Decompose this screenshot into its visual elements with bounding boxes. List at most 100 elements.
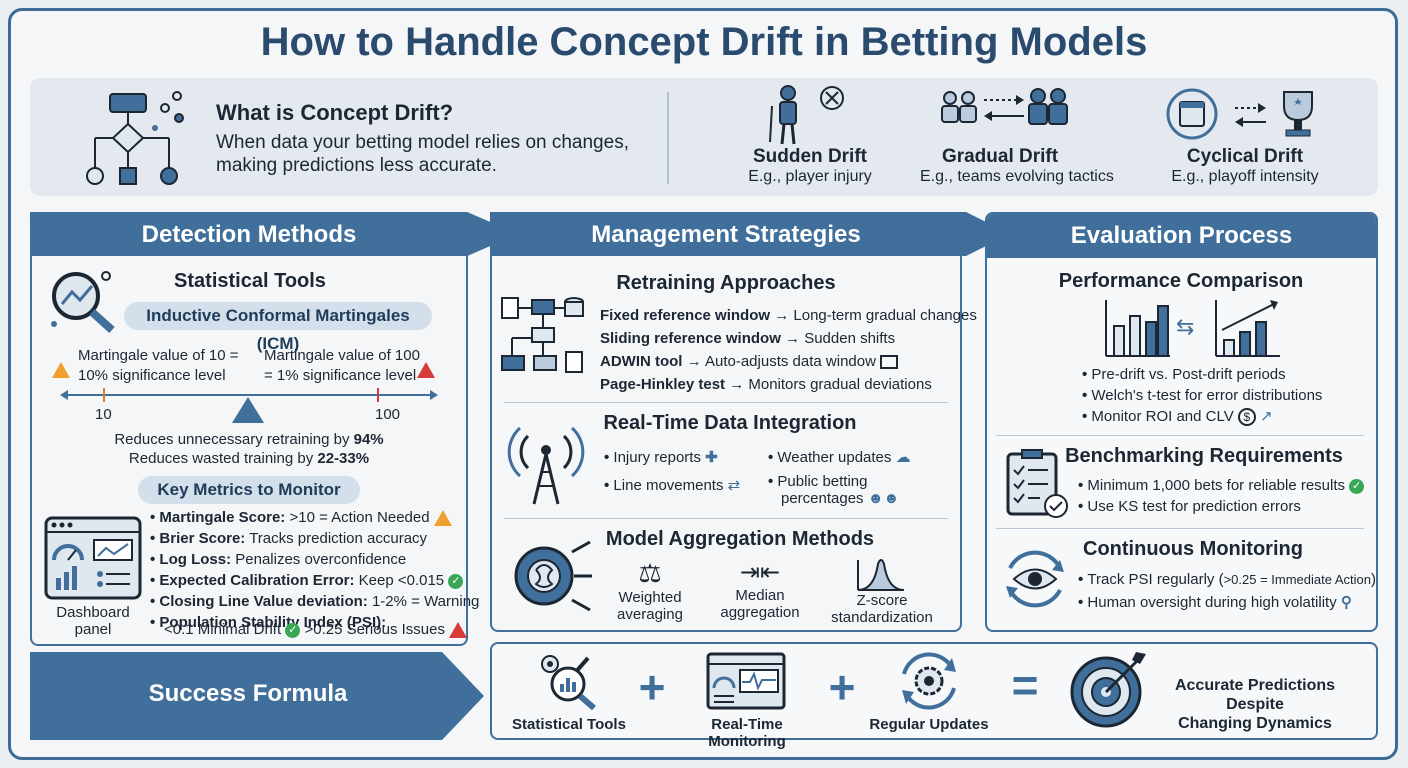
eye-cycle-icon bbox=[1000, 546, 1070, 612]
danger-icon bbox=[417, 361, 435, 379]
performance-list: Pre-drift vs. Post-drift periods Welch's… bbox=[1082, 364, 1322, 427]
bar-compare-icon: ⇆ bbox=[1100, 296, 1284, 358]
tick-10: 10 bbox=[95, 406, 112, 423]
success-result-1: Accurate Predictions Despite bbox=[1174, 677, 1336, 713]
divider bbox=[504, 518, 948, 519]
perf-item-1: Pre-drift vs. Post-drift periods bbox=[1082, 364, 1322, 385]
bench-item-2: Use KS test for prediction errors bbox=[1078, 496, 1364, 517]
bandage-icon: ✚ bbox=[705, 449, 718, 466]
check-icon: ✓ bbox=[448, 573, 464, 589]
intro-text-1: When data your betting model relies on c… bbox=[216, 132, 629, 153]
weighted-l2: averaging bbox=[617, 606, 683, 623]
check-icon: ✓ bbox=[1349, 478, 1365, 494]
perf-item-2: Welch's t-test for error distributions bbox=[1082, 385, 1322, 406]
bell-curve-icon bbox=[856, 556, 936, 592]
weighted-l1: Weighted bbox=[618, 589, 682, 606]
perf-item-3: Monitor ROI and CLV $ ↗ bbox=[1082, 406, 1322, 427]
metric-brier: Brier Score: Tracks prediction accuracy bbox=[150, 528, 479, 549]
divider bbox=[996, 435, 1364, 436]
trend-icon: ↗ bbox=[1260, 408, 1273, 425]
plus-sign-2: + bbox=[828, 661, 856, 713]
success-result: Accurate Predictions Despite Changing Dy… bbox=[1150, 676, 1360, 733]
realtime-title: Real-Time Data Integration bbox=[603, 412, 857, 434]
window-icon bbox=[880, 355, 899, 370]
gradual-drift-name: Gradual Drift bbox=[941, 146, 1059, 167]
psi-thresholds: <0.1 Minimal Drift ✓ >0.25 Serious Issue… bbox=[164, 621, 468, 639]
teams-swap-icon bbox=[932, 84, 1080, 146]
retraining-item-adwin: ADWIN tool → Auto-adjusts data window bbox=[600, 350, 977, 373]
retraining-list: Fixed reference window → Long-term gradu… bbox=[600, 304, 977, 396]
divider bbox=[667, 92, 669, 184]
mv100-line1: Martingale value of 100 bbox=[264, 347, 420, 364]
magnifier-chart-icon bbox=[48, 268, 120, 334]
mv100-line2: = 1% significance level bbox=[264, 366, 417, 384]
intro-heading: What is Concept Drift? bbox=[216, 100, 454, 125]
psi-minimal: <0.1 Minimal Drift bbox=[164, 621, 282, 638]
success-item-statistical: Statistical Tools bbox=[512, 716, 626, 733]
benchmarking-list: Minimum 1,000 bets for reliable results … bbox=[1078, 475, 1365, 517]
median-aggregation: ⇥⇤ Median aggregation bbox=[715, 558, 805, 621]
divider bbox=[996, 528, 1364, 529]
cyclical-drift-name: Cyclical Drift bbox=[1186, 146, 1304, 167]
tick-100: 100 bbox=[375, 406, 401, 423]
continuous-list: Track PSI regularly (>0.25 = Immediate A… bbox=[1078, 569, 1376, 615]
success-label: Success Formula bbox=[148, 680, 348, 707]
benchmarking-title: Benchmarking Requirements bbox=[1065, 445, 1343, 467]
person-search-icon: ⚲ bbox=[1340, 594, 1352, 611]
statistical-tools-title: Statistical Tools bbox=[174, 270, 326, 292]
martingale-100-text: Martingale value of 100 = 1% significanc… bbox=[264, 346, 420, 385]
realtime-public: • Public betting percentages ☻☻ bbox=[768, 473, 900, 507]
danger-icon bbox=[449, 622, 468, 639]
public-line1: Public betting bbox=[777, 473, 868, 490]
detection-panel bbox=[30, 212, 468, 646]
management-header: Management Strategies bbox=[591, 221, 861, 248]
zscore-l1: Z-score bbox=[856, 592, 908, 609]
divider bbox=[504, 402, 948, 403]
realtime-weather: Weather updates ☁ bbox=[768, 446, 911, 470]
detection-header: Detection Methods bbox=[141, 221, 357, 248]
realtime-list-left: Injury reports ✚ Line movements ⇄ bbox=[604, 446, 740, 500]
sudden-drift-example: E.g., player injury bbox=[748, 168, 872, 185]
reduce-retraining: Reduces unnecessary retraining by 94% bbox=[40, 430, 458, 450]
metrics-list: Martingale Score: >10 = Action Needed Br… bbox=[150, 507, 479, 633]
realtime-line: Line movements ⇄ bbox=[604, 472, 740, 500]
injured-player-icon bbox=[758, 84, 890, 146]
zscore-standardization: Z-score standardization bbox=[828, 556, 936, 626]
zscore-l2: standardization bbox=[831, 609, 933, 626]
scale-icon: ⚖ bbox=[638, 558, 662, 588]
brain-gear-icon bbox=[504, 530, 596, 620]
weighted-averaging: ⚖ Weighted averaging bbox=[612, 558, 688, 623]
monitoring-screen-icon bbox=[706, 652, 786, 710]
key-metrics-pill: Key Metrics to Monitor bbox=[138, 476, 360, 504]
gear-cycle-icon bbox=[896, 650, 962, 712]
significance-scale bbox=[60, 385, 440, 425]
reduce-wasted: Reduces wasted training by 22-33% bbox=[40, 449, 458, 469]
dashboard-label-2: panel bbox=[74, 621, 112, 638]
cont-item-2: Human oversight during high volatility ⚲ bbox=[1078, 591, 1376, 615]
gear-wrench-chart-icon bbox=[536, 652, 602, 710]
metric-logloss: Log Loss: Penalizes overconfidence bbox=[150, 549, 479, 570]
martingale-10-text: Martingale value of 10 = 10% significanc… bbox=[78, 346, 239, 385]
storm-cloud-icon: ☁ bbox=[895, 449, 911, 466]
calendar-trophy-icon bbox=[1160, 84, 1330, 146]
page-title: How to Handle Concept Drift in Betting M… bbox=[260, 20, 1148, 64]
equals-sign: = bbox=[1011, 659, 1039, 711]
retraining-item-sliding: Sliding reference window → Sudden shifts bbox=[600, 330, 896, 347]
reduce1-value: 94% bbox=[353, 431, 384, 448]
sudden-drift-name: Sudden Drift bbox=[753, 146, 867, 167]
aggregation-title: Model Aggregation Methods bbox=[605, 528, 875, 550]
retraining-title: Retraining Approaches bbox=[616, 272, 836, 294]
clipboard-check-icon bbox=[1004, 448, 1070, 520]
converge-arrows-icon: ⇥⇤ bbox=[739, 559, 781, 586]
realtime-list-right: Weather updates ☁ bbox=[768, 446, 911, 470]
retraining-item-fixed: Fixed reference window → Long-term gradu… bbox=[600, 307, 977, 324]
sudden-drift: Sudden Drift E.g., player injury bbox=[730, 84, 890, 186]
check-icon: ✓ bbox=[285, 622, 301, 638]
warning-icon bbox=[433, 510, 452, 527]
evaluation-header: Evaluation Process bbox=[987, 214, 1376, 258]
reduce2-value: 22-33% bbox=[317, 450, 370, 467]
mv10-line1: Martingale value of 10 = bbox=[78, 347, 239, 364]
crowd-icon: ☻☻ bbox=[867, 490, 900, 507]
icm-pill: Inductive Conformal Martingales (ICM) bbox=[124, 302, 432, 353]
plus-sign-1: + bbox=[638, 661, 666, 713]
